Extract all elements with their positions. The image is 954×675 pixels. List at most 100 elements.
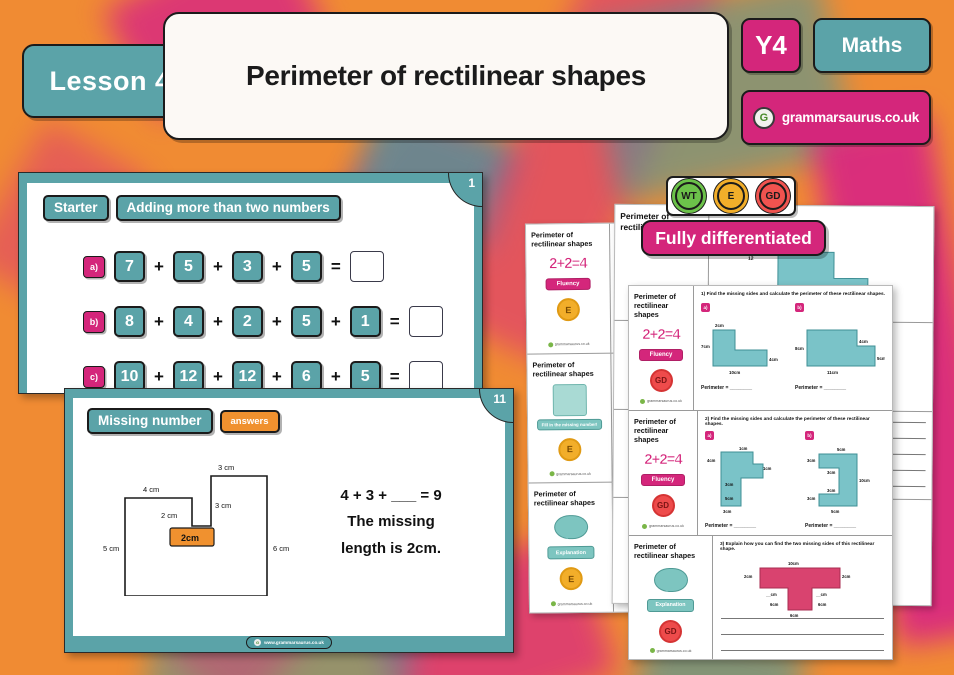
shape-label: 4cm xyxy=(859,339,868,344)
coin-e-icon: E xyxy=(556,298,580,322)
grammarsaurus-logo-icon: G xyxy=(254,639,262,646)
worksheet-shape-q1b: 8cm 4cm 5cm 11cm xyxy=(795,329,886,375)
slide-missing-number-canvas: Missing number answers 4 cm 3 cm 2 cm 3 … xyxy=(73,398,505,636)
worksheet-row-sidebar: Perimeter of rectilinear shapes Fill in … xyxy=(527,353,613,483)
grammarsaurus-logo-icon xyxy=(642,523,648,529)
number-tile: 10 xyxy=(114,361,145,392)
explanation-line-3: length is 2cm. xyxy=(340,539,442,557)
plus-icon: + xyxy=(330,366,341,386)
worksheet-row-sidebar: Perimeter of rectilinear shapes 2+2=4 Fl… xyxy=(525,223,612,354)
speech-bubble-icon xyxy=(553,515,588,540)
worksheet-site: grammarsaurus.co.uk xyxy=(642,523,684,529)
equals-icon: = xyxy=(389,311,400,331)
answer-box[interactable] xyxy=(349,251,384,282)
plus-icon: + xyxy=(154,311,164,331)
number-tile: 5 xyxy=(290,306,322,337)
fluency-equation: 2+2=4 xyxy=(549,254,587,273)
grammarsaurus-logo-icon: G xyxy=(752,106,775,129)
slide-footer: G www.grammarsaurus.co.uk xyxy=(73,636,505,649)
worksheet-shape-q2a: 4cm 1cm 1cm 3cm 5cm 3cm xyxy=(707,446,772,514)
fluency-label: Fluency xyxy=(638,349,684,361)
worksheet-row: Perimeter of rectilinear shapes 2+2=4 Fl… xyxy=(629,410,892,536)
fluency-equation: 2+2=4 xyxy=(642,326,681,344)
fluency-label: Fluency xyxy=(640,473,686,486)
number-tile: 5 xyxy=(349,361,381,392)
equation-label: a) xyxy=(83,255,105,278)
rosette-wt-icon: WT xyxy=(675,182,703,210)
shape-label: 6cm xyxy=(790,613,799,618)
differentiated-label: Fully differentiated xyxy=(641,220,826,256)
page-title-card: Perimeter of rectilinear shapes xyxy=(163,12,729,140)
shape-label: 2cm xyxy=(744,574,753,579)
missing-number-explanation: 4 + 3 + ___ = 9 The missing length is 2c… xyxy=(311,483,471,562)
equation-row-a: a) 7 + 5 + 3 + 5 = xyxy=(83,251,384,282)
perimeter-prompt: Perimeter = ________ xyxy=(705,522,757,529)
worksheet-title: Perimeter of rectilinear shapes xyxy=(634,416,676,444)
worksheet-site: grammarsaurus.co.uk xyxy=(547,341,590,348)
number-tile: 7 xyxy=(114,251,145,282)
worksheet-site: grammarsaurus.co.uk xyxy=(649,648,691,653)
subject-badge: Maths xyxy=(813,18,931,73)
rectilinear-shape-diagram: 4 cm 3 cm 2 cm 3 cm 5 cm 6 cm 9 cm 2cm xyxy=(103,463,289,596)
subject-label: Maths xyxy=(841,33,903,57)
fluency-badge: 2+2=4 Fluency xyxy=(638,326,684,361)
shape-label: 5cm xyxy=(877,356,885,361)
equation-row-c: c) 10 + 12 + 12 + 6 + 5 = xyxy=(83,361,443,392)
brand-label: grammarsaurus.co.uk xyxy=(781,110,920,125)
svg-text:2cm: 2cm xyxy=(181,533,199,543)
shape-label: 2cm xyxy=(715,323,724,328)
plus-icon: + xyxy=(271,311,282,331)
brand-badge[interactable]: G grammarsaurus.co.uk xyxy=(741,90,931,145)
shape-label: 5cm xyxy=(837,447,846,452)
worksheet-title: Perimeter of rectilinear shapes xyxy=(532,359,594,379)
explanation-label: Explanation xyxy=(647,598,694,612)
worksheet-row: Perimeter of rectilinear shapes Explanat… xyxy=(629,535,892,659)
worksheet-site: grammarsaurus.co.uk xyxy=(640,398,682,404)
shape-label: 10cm xyxy=(788,561,799,566)
worksheet-shape-q2b: 5cm 3cm 3cm 10cm 3cm 3cm 5cm xyxy=(807,447,870,514)
perimeter-prompt: Perimeter = ________ xyxy=(795,385,847,391)
shape-label: 8cm xyxy=(795,346,804,351)
number-tile: 1 xyxy=(349,306,381,337)
answer-box[interactable] xyxy=(408,306,443,337)
starter-tag: Starter xyxy=(43,195,109,221)
shape-label: 4cm xyxy=(707,458,716,463)
answers-button[interactable]: answers xyxy=(219,409,280,433)
equals-icon: = xyxy=(389,366,400,386)
slide-starter[interactable]: Starter Adding more than two numbers a) … xyxy=(18,172,483,394)
shape-label: __cm xyxy=(815,592,827,597)
attainment-badges: WT E GD xyxy=(666,176,796,216)
shape-label: 6cm xyxy=(818,602,827,607)
explanation-line-1: 4 + 3 + ___ = 9 xyxy=(340,487,442,504)
worksheet-question: 2) Find the missing sides and calculate … xyxy=(705,416,870,427)
equation-label: c) xyxy=(83,365,105,388)
fluency-equation: 2+2=4 xyxy=(644,450,683,468)
number-tile: 5 xyxy=(172,251,204,282)
worksheet-title: Perimeter of rectilinear shapes xyxy=(531,230,593,249)
site-label: grammarsaurus.co.uk xyxy=(554,342,590,347)
worksheet-title: Perimeter of rectilinear shapes xyxy=(634,292,676,319)
svg-text:5 cm: 5 cm xyxy=(103,544,119,553)
plus-icon: + xyxy=(330,311,341,331)
worksheet-question: 1) Find the missing sides and calculate … xyxy=(701,292,885,297)
number-tile: 5 xyxy=(290,251,322,282)
fluency-label: Fluency xyxy=(545,277,591,291)
coin-e-icon: E xyxy=(558,437,582,461)
site-label: grammarsaurus.co.uk xyxy=(647,399,682,403)
coin-e-icon: E xyxy=(559,567,583,591)
shape-label: 1cm xyxy=(763,466,772,471)
slide-missing-number[interactable]: Missing number answers 4 cm 3 cm 2 cm 3 … xyxy=(64,388,514,653)
missing-number-tag: Missing number xyxy=(87,408,213,434)
worksheet-shape-q3: 10cm 2cm 2cm __cm __cm 6cm 6cm 6cm xyxy=(744,561,851,618)
question-part-label: b) xyxy=(805,430,814,440)
worksheet-row-sidebar: Perimeter of rectilinear shapes 2+2=4 Fl… xyxy=(629,286,694,410)
equation-row-b: b) 8 + 4 + 2 + 5 + 1 = xyxy=(83,306,443,337)
worksheet-greater-depth[interactable]: Perimeter of rectilinear shapes 2+2=4 Fl… xyxy=(628,285,893,660)
svg-text:4 cm: 4 cm xyxy=(143,485,159,494)
shape-label: 3cm xyxy=(725,482,734,487)
worksheet-row-content: 2) Find the missing sides and calculate … xyxy=(698,411,892,535)
svg-text:3 cm: 3 cm xyxy=(218,463,234,472)
coin-gd-icon: GD xyxy=(659,619,682,643)
number-tile: 4 xyxy=(172,306,204,337)
worksheet-title: Perimeter of rectilinear shapes xyxy=(634,541,696,560)
